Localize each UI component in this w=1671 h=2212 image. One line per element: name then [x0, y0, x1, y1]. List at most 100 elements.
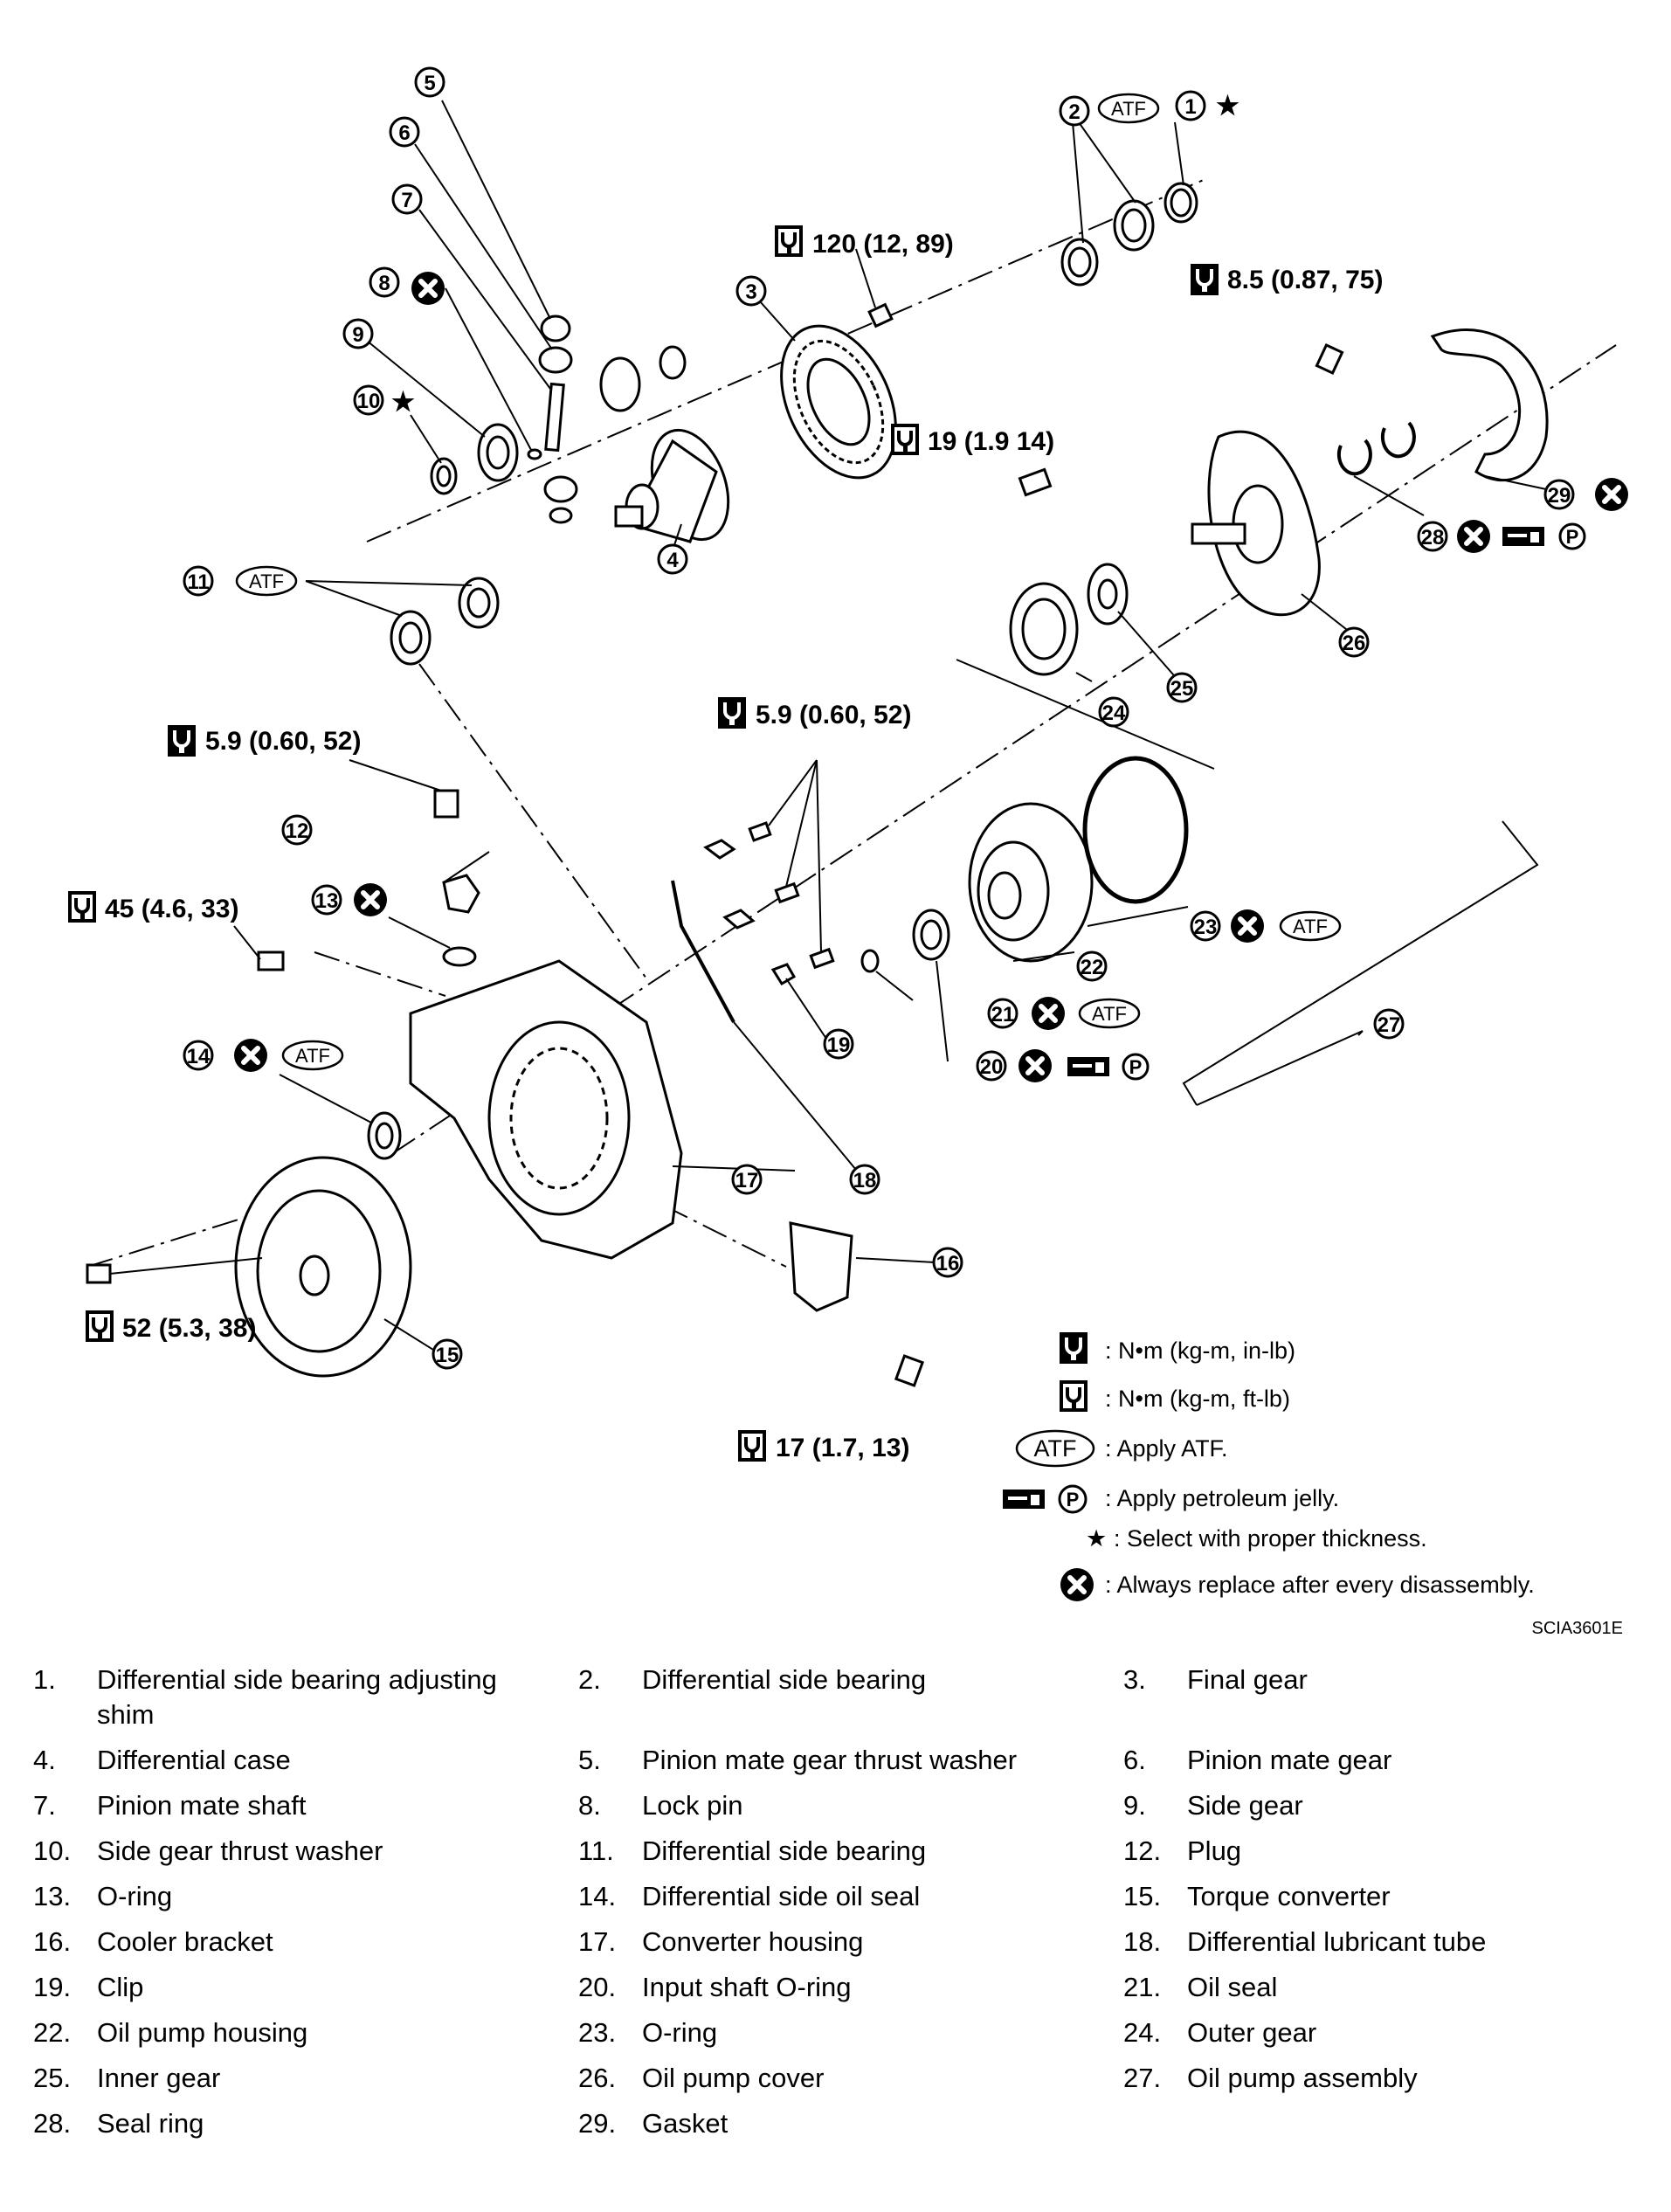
part-name: Side gear thrust washer [97, 1835, 383, 1866]
part-26-oil-pump-cover [1191, 430, 1321, 617]
part-number: 4. [33, 1745, 56, 1775]
bolt-19 [1018, 467, 1053, 497]
part-number: 27. [1123, 2063, 1162, 2093]
svg-text:: Always replace after every d: : Always replace after every disassembly… [1105, 1572, 1535, 1598]
part-number: 2. [578, 1664, 601, 1695]
part-name: Differential lubricant tube [1187, 1926, 1487, 1957]
svg-text:ATF: ATF [1092, 1003, 1127, 1025]
part-number: 24. [1123, 2017, 1162, 2048]
replace-x-markers [234, 272, 1628, 1082]
torque-5-9-right: 5.9 (0.60, 52) [716, 695, 911, 730]
svg-text:20: 20 [980, 1055, 1004, 1079]
legend: : N•m (kg-m, in-lb) : N•m (kg-m, ft-lb) … [1003, 1331, 1535, 1601]
part-number: 5. [578, 1745, 601, 1775]
part-number: 28. [33, 2108, 72, 2139]
torque-120: 120 (12, 89) [773, 224, 954, 259]
part-name: Clip [97, 1972, 144, 2002]
figure-code: SCIA3601E [1531, 1619, 1623, 1638]
svg-text:27: 27 [1378, 1013, 1401, 1037]
svg-text:★: ★ [391, 388, 415, 417]
callout-numbers: 1 2 3 4 5 6 7 8 9 10 11 12 13 14 15 16 1… [187, 72, 1571, 1367]
part-name: Pinion mate gear thrust washer [642, 1745, 1018, 1775]
part-28-seal-rings [1336, 421, 1416, 476]
part-name: Lock pin [642, 1790, 743, 1821]
part-name: Differential side bearing [642, 1664, 927, 1695]
part-16-cooler-bracket [789, 1221, 853, 1312]
svg-text:5.9 (0.60, 52): 5.9 (0.60, 52) [756, 701, 911, 729]
bolt-52 [86, 1263, 112, 1284]
part-number: 26. [578, 2063, 617, 2093]
svg-text:★: ★ [1216, 92, 1239, 121]
svg-text:21: 21 [991, 1003, 1015, 1027]
bolt-120 [867, 302, 894, 328]
part-name: Input shaft O-ring [642, 1972, 852, 2002]
part-name: Pinion mate gear [1187, 1745, 1392, 1775]
part-number: 15. [1123, 1881, 1162, 1911]
part-20-input-o-ring [860, 949, 880, 973]
svg-text:14: 14 [187, 1045, 211, 1068]
part-number: 25. [33, 2063, 72, 2093]
torque-52: 52 (5.3, 38) [84, 1309, 256, 1344]
svg-text:45 (4.6, 33): 45 (4.6, 33) [105, 895, 238, 923]
part-number: 19. [33, 1972, 72, 2002]
bolts-5-9-group [703, 821, 835, 986]
part-name: Outer gear [1187, 2017, 1317, 2048]
part-4-differential-case [614, 428, 730, 543]
oil-pump-assembly-bracket [956, 659, 1539, 1106]
part-name: Final gear [1187, 1664, 1308, 1695]
part-number: 17. [578, 1926, 617, 1957]
svg-text:52 (5.3, 38): 52 (5.3, 38) [122, 1314, 256, 1343]
part-15-torque-converter [234, 1156, 412, 1378]
part-number: 10. [33, 1835, 72, 1866]
part-1-shim [1163, 182, 1198, 224]
svg-text:ATF: ATF [1293, 916, 1328, 937]
part-17-converter-housing [409, 959, 683, 1260]
part-name: Oil seal [1187, 1972, 1278, 2002]
svg-text:15: 15 [436, 1344, 459, 1367]
torque-8-5: 8.5 (0.87, 75) [1189, 262, 1383, 297]
svg-text:13: 13 [315, 889, 339, 913]
part-name: Cooler bracket [97, 1926, 273, 1957]
bolt-8-5 [1315, 342, 1344, 376]
svg-text:5: 5 [424, 72, 435, 95]
svg-text:8: 8 [378, 272, 390, 295]
leader-lines [109, 100, 1547, 1364]
bolt-17 [894, 1354, 925, 1387]
svg-text:: N•m (kg-m, in-lb): : N•m (kg-m, in-lb) [1105, 1338, 1295, 1364]
svg-text:23: 23 [1194, 916, 1218, 939]
svg-text:25: 25 [1170, 677, 1194, 701]
svg-text:ATF: ATF [1034, 1435, 1077, 1462]
part-29-gasket [1430, 328, 1549, 482]
part-number: 8. [578, 1790, 601, 1821]
part-name: O-ring [97, 1881, 173, 1911]
bolt-45 [257, 950, 285, 971]
svg-text:P: P [1566, 526, 1579, 548]
svg-text:1: 1 [1184, 95, 1196, 119]
svg-text:28: 28 [1421, 526, 1445, 550]
svg-text:22: 22 [1081, 956, 1104, 979]
part-number: 13. [33, 1881, 72, 1911]
part-name: Side gear [1187, 1790, 1303, 1821]
part-name: Differential case [97, 1745, 291, 1775]
part-name: Converter housing [642, 1926, 864, 1957]
part-number: 18. [1123, 1926, 1162, 1957]
svg-text:29: 29 [1548, 484, 1571, 508]
svg-text:: N•m (kg-m, ft-lb): : N•m (kg-m, ft-lb) [1105, 1386, 1290, 1412]
svg-text:P: P [1129, 1056, 1143, 1078]
part-3-final-gear [780, 324, 897, 480]
atf-badges: ATF ATF ATF ATF ATF [235, 93, 1342, 1071]
part-21-oil-seal [912, 909, 950, 961]
callouts [183, 66, 1575, 1370]
exploded-view-diagram: 120 (12, 89) 8.5 (0.87, 75) 19 (1.9 14) … [66, 66, 1671, 1638]
svg-text:: Select with proper thickness: : Select with proper thickness. [1114, 1525, 1427, 1552]
svg-text:3: 3 [745, 280, 756, 304]
part-number: 3. [1123, 1664, 1146, 1695]
torque-5-9-left: 5.9 (0.60, 52) [166, 723, 361, 758]
part-number: 1. [33, 1664, 56, 1695]
torque-45: 45 (4.6, 33) [66, 889, 238, 924]
part-24-outer-gear [1009, 582, 1079, 676]
part-name: Gasket [642, 2108, 728, 2139]
svg-text:17 (1.7, 13): 17 (1.7, 13) [776, 1434, 909, 1462]
part-number: 9. [1123, 1790, 1146, 1821]
svg-text:19: 19 [827, 1033, 851, 1057]
